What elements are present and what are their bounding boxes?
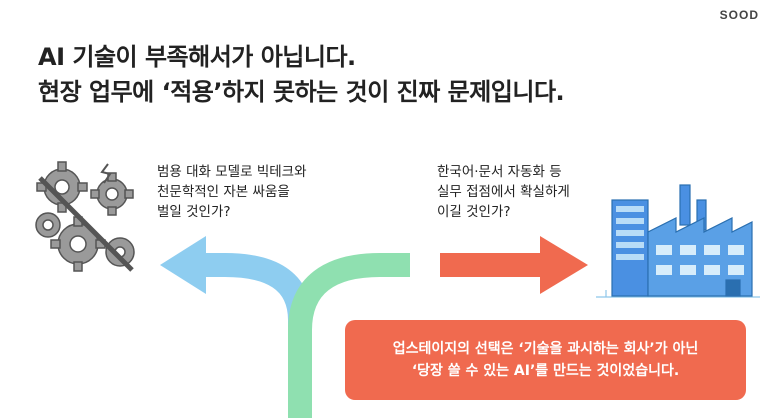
page-headline: AI 기술이 부족해서가 아닙니다. 현장 업무에 ‘적용’하지 못하는 것이 …	[38, 40, 565, 110]
broken-gears-icon	[35, 161, 135, 272]
callout-line-1: 업스테이지의 선택은 ‘기술을 과시하는 회사’가 아닌	[392, 341, 699, 357]
left-option-text: 범용 대화 모델로 빅테크와 천문학적인 자본 싸움을 벌일 것인가?	[157, 162, 307, 222]
right-option-line-3: 이길 것인가?	[437, 204, 511, 220]
broken-line-icon	[38, 176, 134, 272]
factory-icon	[596, 184, 760, 298]
middle-branch-arrow	[288, 253, 410, 418]
left-arrowhead	[160, 236, 206, 294]
right-arrow-shaft	[440, 253, 542, 277]
headline-line-2: 현장 업무에 ‘적용’하지 못하는 것이 진짜 문제입니다.	[38, 78, 565, 106]
right-option-text: 한국어·문서 자동화 등 실무 접점에서 확실하게 이길 것인가?	[437, 162, 570, 222]
left-option-line-3: 벌일 것인가?	[157, 204, 231, 220]
conclusion-callout: 업스테이지의 선택은 ‘기술을 과시하는 회사’가 아닌 ‘당장 쓸 수 있는 …	[345, 320, 746, 400]
left-option-line-1: 범용 대화 모델로 빅테크와	[157, 164, 307, 180]
right-arrowhead	[540, 236, 588, 294]
left-branch-arrow	[205, 253, 312, 418]
right-option-line-2: 실무 접점에서 확실하게	[437, 184, 570, 200]
headline-line-1: AI 기술이 부족해서가 아닙니다.	[38, 43, 356, 71]
crack-spark-icon	[100, 163, 112, 184]
left-option-line-2: 천문학적인 자본 싸움을	[157, 184, 290, 200]
brand-logo: SOOD	[719, 8, 759, 22]
right-option-line-1: 한국어·문서 자동화 등	[437, 164, 562, 180]
callout-line-2: ‘당장 쓸 수 있는 AI’를 만드는 것이었습니다.	[411, 363, 680, 379]
